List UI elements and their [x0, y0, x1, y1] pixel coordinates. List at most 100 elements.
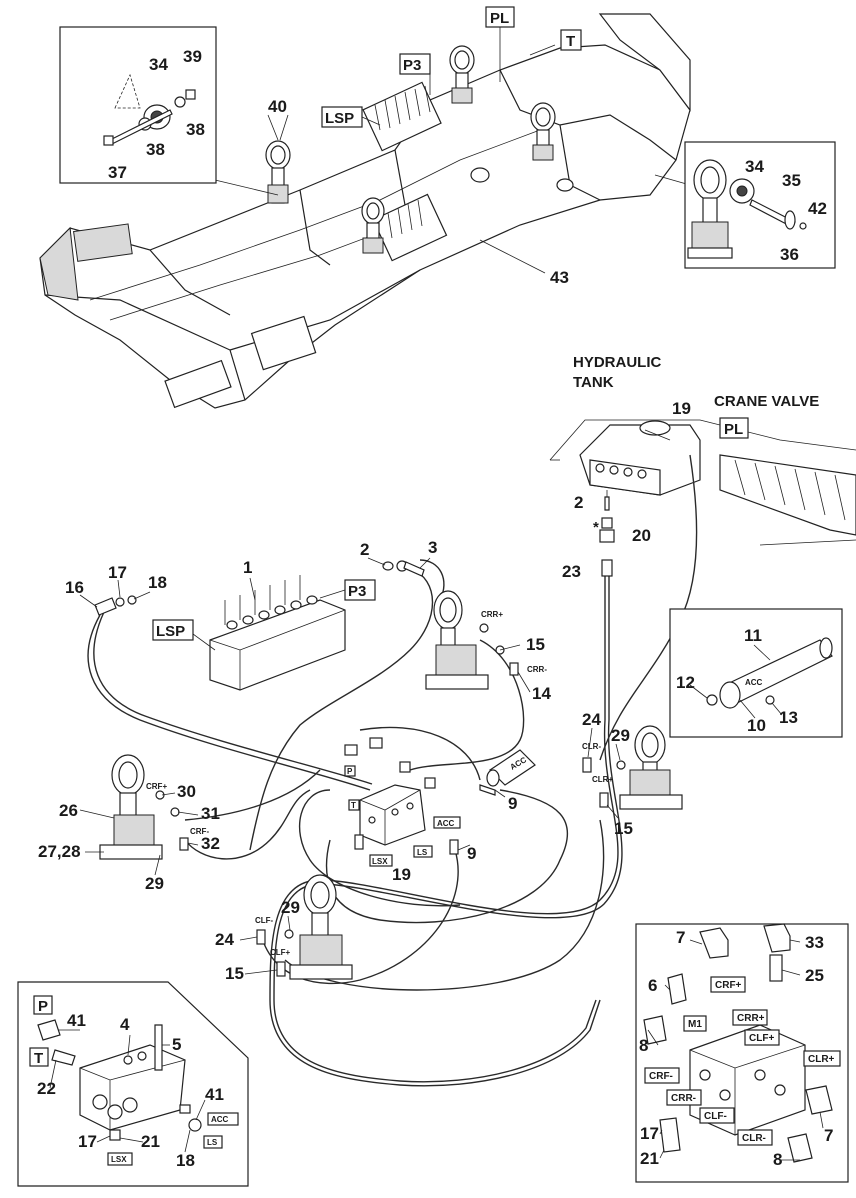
callout-22: 22 [37, 1079, 56, 1098]
label-clf-minus: CLF- [704, 1111, 727, 1122]
callout-40: 40 [268, 97, 287, 116]
frame-cylinder-left [265, 140, 291, 204]
callout-37: 37 [108, 163, 127, 182]
callout-14: 14 [532, 684, 551, 703]
fitting-2-3-upper [382, 560, 425, 577]
inset-detail-cylinder-eye [684, 141, 836, 269]
crane-valve-bank-1 [209, 575, 346, 691]
central-manifold-valve [344, 737, 459, 855]
callout-33: 33 [805, 933, 824, 952]
label-crr-minus: CRR- [671, 1093, 696, 1104]
callout-32: 32 [201, 834, 220, 853]
callout-26: 26 [59, 801, 78, 820]
callout-24-right: 24 [582, 710, 601, 729]
leader-lines [49, 557, 824, 1161]
outrigger-cylinder-left [99, 754, 189, 860]
callout-21-inset: 21 [141, 1132, 160, 1151]
label-lsp-mid: LSP [156, 623, 185, 640]
callout-7-top: 7 [676, 928, 685, 947]
boxed-labels: PL T P3 LSP PL P3 LSP P T CRF+ M1 CRR+ C… [29, 6, 841, 1146]
callout-8-bottom: 8 [773, 1150, 782, 1169]
callout-15-upper: 15 [526, 635, 545, 654]
callout-21-inset-right: 21 [640, 1149, 659, 1168]
callout-38-right: 38 [186, 120, 205, 139]
port-t-mid: T [351, 801, 356, 810]
callout-2-right: 2 [574, 493, 583, 512]
frame-cylinder-front [361, 197, 385, 254]
port-clr-minus: CLR- [582, 742, 601, 751]
port-labels: ACC LS LSX ACC LS LSX P T CRR+ CRR- CRF+… [107, 610, 763, 1166]
callout-25: 25 [805, 966, 824, 985]
label-clf-plus: CLF+ [749, 1033, 774, 1044]
inset-accumulator [669, 608, 843, 738]
callout-3: 3 [428, 538, 437, 557]
title-hydraulic: HYDRAULIC [573, 354, 661, 371]
callout-29-left: 29 [145, 874, 164, 893]
port-crr-minus: CRR- [527, 665, 547, 674]
port-crf-plus: CRF+ [146, 782, 167, 791]
callout-13: 13 [779, 708, 798, 727]
label-clr-minus: CLR- [742, 1133, 766, 1144]
fitting-2-20-23-right [599, 490, 615, 577]
chassis-frame [39, 13, 691, 409]
callout-43: 43 [550, 268, 569, 287]
callout-9-lower: 9 [467, 844, 476, 863]
label-t-top: T [566, 33, 575, 50]
port-ls-mid: LS [417, 848, 428, 857]
callout-24-bottom: 24 [215, 930, 234, 949]
callout-38-bottom: 38 [146, 140, 165, 159]
frame-cylinder-right [530, 102, 556, 161]
port-acc-mid: ACC [437, 819, 455, 828]
callout-35: 35 [782, 171, 801, 190]
accumulator [479, 749, 536, 796]
label-p3-top: P3 [403, 57, 421, 74]
callout-17-inset-right: 17 [640, 1124, 659, 1143]
callout-5: 5 [172, 1035, 181, 1054]
callout-39: 39 [183, 47, 202, 66]
callout-11: 11 [744, 626, 762, 645]
callout-30: 30 [177, 782, 196, 801]
label-pl-tank: PL [724, 421, 743, 438]
callout-31: 31 [201, 804, 220, 823]
title-tank: TANK [573, 374, 614, 391]
callout-7-bottom: 7 [824, 1126, 833, 1145]
hydraulic-hoses [87, 454, 698, 1087]
port-clf-minus: CLF- [255, 916, 274, 925]
callout-9-upper: 9 [508, 794, 517, 813]
callout-17-inset: 17 [78, 1132, 97, 1151]
callout-23: 23 [562, 562, 581, 581]
callout-10: 10 [747, 716, 766, 735]
callout-16: 16 [65, 578, 84, 597]
callout-27-28: 27,28 [38, 842, 81, 861]
label-p-inset: P [38, 998, 48, 1015]
callout-8-top: 8 [639, 1036, 648, 1055]
callout-41-inset-top: 41 [67, 1011, 86, 1030]
label-crf-minus: CRF- [649, 1071, 673, 1082]
titles: HYDRAULIC TANK CRANE VALVE [573, 354, 819, 410]
callout-18-inset: 18 [176, 1151, 195, 1170]
port-crf-minus: CRF- [190, 827, 209, 836]
callout-18-mid: 18 [148, 573, 167, 592]
port-crr-plus: CRR+ [481, 610, 503, 619]
callout-numbers: 34 39 38 38 37 40 34 35 42 36 43 19 2 20… [37, 47, 833, 1170]
inset-detail-wheel-pin [59, 26, 217, 184]
outrigger-cylinder-bottom [256, 874, 353, 980]
callout-19-mid: 19 [392, 865, 411, 884]
callout-29-right: 29 [611, 726, 630, 745]
callout-42: 42 [808, 199, 827, 218]
callout-29-bottom: 29 [281, 898, 300, 917]
callout-19-tank: 19 [672, 399, 691, 418]
callout-12: 12 [676, 673, 695, 692]
asterisk-mark: * [593, 519, 599, 536]
port-clr-plus: CLR+ [592, 775, 613, 784]
port-ls-inset: LS [207, 1138, 218, 1147]
inset-valve-block [17, 981, 249, 1187]
callout-20: 20 [632, 526, 651, 545]
callout-6: 6 [648, 976, 657, 995]
callout-4: 4 [120, 1015, 130, 1034]
hydraulic-tank-and-crane-valve [549, 419, 856, 546]
port-p-mid: P [347, 767, 353, 776]
callout-15-right: 15 [614, 819, 633, 838]
callout-41-inset-right: 41 [205, 1085, 224, 1104]
